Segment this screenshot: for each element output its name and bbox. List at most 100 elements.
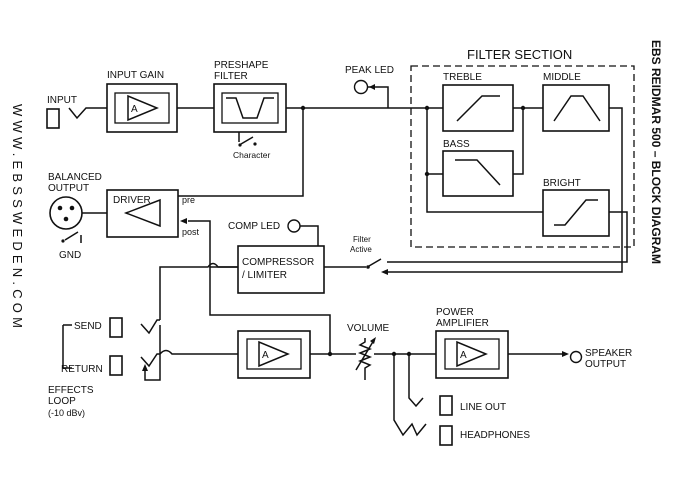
return-amp-inner xyxy=(246,338,302,370)
bass-curve-icon xyxy=(455,159,501,186)
bright-label: BRIGHT xyxy=(543,178,581,189)
junction-volume xyxy=(327,351,333,357)
website-text: WWW.EBSSWEDEN.COM xyxy=(10,104,25,332)
driver-pre-label: pre xyxy=(182,195,195,205)
treble-block xyxy=(442,84,514,132)
preshape-label-1: PRESHAPE xyxy=(214,60,269,71)
peak-led-arrow xyxy=(369,84,375,90)
headphones-jack xyxy=(439,425,453,446)
filter-active-label-2: Active xyxy=(350,245,372,254)
driver-block xyxy=(106,189,179,238)
return-jack xyxy=(109,355,123,376)
volume-label: VOLUME xyxy=(347,323,390,334)
speaker-label-2: OUTPUT xyxy=(585,359,626,370)
balanced-label-2: OUTPUT xyxy=(48,183,89,194)
speaker-label-1: SPEAKER xyxy=(585,348,632,359)
compressor-label-1: COMPRESSOR xyxy=(242,257,314,268)
send-connection xyxy=(140,319,160,335)
input-gain-amp-frame xyxy=(114,92,170,124)
volume-pot-arrow xyxy=(370,337,376,344)
xlr-pin-2 xyxy=(69,205,75,211)
effects-label-3: (-10 dBv) xyxy=(48,408,85,418)
effects-bracket xyxy=(62,324,72,369)
headphones-wire xyxy=(393,354,427,437)
balanced-label-1: BALANCED xyxy=(48,172,102,183)
junction-bass xyxy=(424,171,430,177)
return-amp-icon xyxy=(258,340,290,368)
peak-led-line xyxy=(368,86,389,108)
character-switch-pivot xyxy=(238,143,242,147)
preshape-label-2: FILTER xyxy=(214,71,248,82)
peak-led xyxy=(353,79,369,95)
return-amp-symbol: A xyxy=(262,350,269,361)
comp-led xyxy=(287,219,301,233)
junction-treble-bass xyxy=(520,105,526,111)
compressor-to-send xyxy=(159,262,238,320)
power-amp-inner xyxy=(444,338,500,370)
compressor-label-2: / LIMITER xyxy=(242,270,287,281)
character-label: Character xyxy=(233,150,270,160)
input-jack xyxy=(46,108,60,129)
xlr-pin-1 xyxy=(57,205,63,211)
input-label: INPUT xyxy=(47,95,77,106)
line-out-wire xyxy=(408,354,424,408)
input-gain-amp-symbol: A xyxy=(131,104,138,115)
return-label: RETURN xyxy=(61,364,103,375)
character-switch-contact xyxy=(253,142,257,146)
xlr-pin-3 xyxy=(63,216,69,222)
input-gain-amp-icon xyxy=(127,94,159,122)
xlr-connector-icon xyxy=(49,196,83,230)
bass-label: BASS xyxy=(443,139,470,150)
effects-label-1: EFFECTS xyxy=(48,385,94,396)
line-out-jack xyxy=(439,395,453,416)
bright-curve-icon xyxy=(554,199,598,226)
filter-section-frame xyxy=(410,65,635,248)
input-gain-label: INPUT GAIN xyxy=(107,70,164,81)
power-amp-label-2: AMPLIFIER xyxy=(436,318,489,329)
filter-active-contact xyxy=(366,265,370,269)
gnd-switch xyxy=(64,231,82,243)
effects-label-2: LOOP xyxy=(48,396,76,407)
speaker-output-jack xyxy=(569,350,583,364)
headphones-label: HEADPHONES xyxy=(460,430,530,441)
return-connection xyxy=(140,349,238,368)
driver-post-label: post xyxy=(182,227,200,237)
send-jack xyxy=(109,317,123,338)
filter-wiring xyxy=(387,107,628,273)
filter-section-title: FILTER SECTION xyxy=(467,47,572,62)
middle-curve-icon xyxy=(553,95,601,122)
return-arrow xyxy=(142,364,148,371)
compressor-block xyxy=(237,245,325,294)
comp-led-line xyxy=(300,225,319,246)
peak-led-label: PEAK LED xyxy=(345,65,394,76)
treble-curve-icon xyxy=(456,95,500,122)
power-amp-label-1: POWER xyxy=(436,307,474,318)
gnd-label: GND xyxy=(59,250,81,261)
driver-post-arrow xyxy=(180,218,187,224)
send-label: SEND xyxy=(74,321,102,332)
compressor-out-line xyxy=(209,267,331,354)
speaker-arrow xyxy=(562,351,569,357)
filter-return-arrow xyxy=(381,269,388,275)
main-to-driver-line xyxy=(178,108,304,197)
treble-label: TREBLE xyxy=(443,72,482,83)
notch-curve-icon xyxy=(226,97,274,119)
driver-label: DRIVER xyxy=(113,195,151,206)
power-amp-symbol: A xyxy=(460,350,467,361)
character-switch xyxy=(238,132,254,145)
power-amp-icon xyxy=(456,340,488,368)
gnd-switch-pivot xyxy=(61,239,65,243)
diagram-title: EBS REIDMAR 500 – BLOCK DIAGRAM xyxy=(649,40,663,264)
comp-led-label: COMP LED xyxy=(228,221,280,232)
filter-active-switch xyxy=(324,258,382,268)
middle-block xyxy=(542,84,610,132)
bass-block xyxy=(442,150,514,197)
line-out-label: LINE OUT xyxy=(460,402,506,413)
input-connection xyxy=(68,107,107,120)
driver-triangle-icon xyxy=(123,198,161,228)
volume-pot-icon xyxy=(355,338,375,380)
send-return-link xyxy=(144,325,161,381)
middle-label: MIDDLE xyxy=(543,72,581,83)
filter-active-label-1: Filter xyxy=(353,235,371,244)
